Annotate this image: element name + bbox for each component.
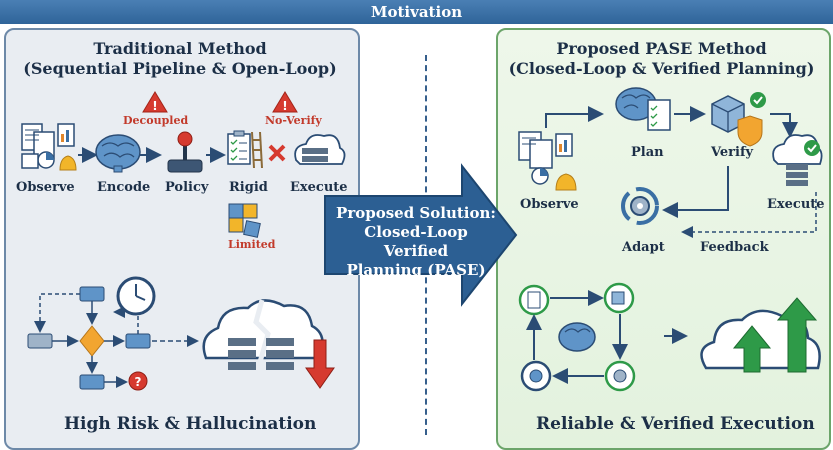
banner-title: Motivation <box>370 3 463 21</box>
solution-line3: Planning (PASE) <box>346 261 486 279</box>
pase-step-adapt: Adapt <box>622 240 665 255</box>
pase-observe-icon <box>518 131 577 191</box>
limited-puzzle-icon <box>228 203 261 238</box>
broken-cloud-server-icon <box>202 299 324 370</box>
right-bottom-label: Reliable & Verified Execution <box>536 414 815 434</box>
clock-icon <box>116 276 156 316</box>
solution-line2: Closed-Loop Verified <box>364 223 468 260</box>
pase-method-panel <box>496 28 831 450</box>
traditional-method-panel <box>4 28 360 450</box>
verified-cycle <box>518 282 636 392</box>
left-bottom-label: High Risk & Hallucination <box>64 414 317 434</box>
step-policy: Policy <box>165 180 209 195</box>
adapt-gear-icon <box>621 187 659 225</box>
limited-warning-label: Limited <box>228 238 276 251</box>
policy-joystick-icon <box>167 131 203 173</box>
warning-icon-decoupled <box>142 91 168 113</box>
svg-text:?: ? <box>135 375 142 389</box>
step-rigid: Rigid <box>229 180 268 195</box>
pase-step-verify: Verify <box>711 145 754 160</box>
svg-text:!: ! <box>152 99 157 113</box>
motivation-banner: Motivation <box>0 0 833 24</box>
pase-execute-cloud-icon <box>772 134 823 186</box>
plan-brain-icon <box>615 87 671 131</box>
left-title-line1: Traditional Method <box>93 39 267 58</box>
execute-cloud-server-icon <box>294 134 346 165</box>
warning-icon-no-verify <box>272 91 298 113</box>
step-execute: Execute <box>290 180 348 195</box>
right-title-line2: (Closed-Loop & Verified Planning) <box>508 59 815 78</box>
pase-step-feedback: Feedback <box>700 240 769 255</box>
big-solution-arrow <box>324 163 518 307</box>
left-title-line2: (Sequential Pipeline & Open-Loop) <box>23 59 337 78</box>
solution-line1: Proposed Solution: <box>336 204 496 222</box>
step-observe: Observe <box>16 180 75 195</box>
red-x-icon <box>268 144 286 162</box>
decoupled-warning-label: Decoupled <box>123 114 189 127</box>
no-verify-warning-label: No-Verify <box>265 114 322 127</box>
right-title-line1: Proposed PASE Method <box>556 39 767 58</box>
growth-cloud-icon <box>700 297 821 373</box>
solution-arrow-text: Proposed Solution: Closed-Loop Verified … <box>330 204 502 280</box>
observe-docs-icon <box>21 123 77 171</box>
rigid-checklist-icon <box>227 130 263 169</box>
verify-shield-icon <box>711 92 766 147</box>
svg-text:!: ! <box>282 99 287 113</box>
pase-step-observe: Observe <box>520 197 579 212</box>
encode-brain-icon <box>95 134 141 173</box>
messy-flowchart: ? <box>27 286 199 391</box>
step-encode: Encode <box>97 180 151 195</box>
pase-step-plan: Plan <box>631 145 664 160</box>
pase-step-execute: Execute <box>767 197 825 212</box>
red-down-arrow-icon <box>305 339 335 389</box>
